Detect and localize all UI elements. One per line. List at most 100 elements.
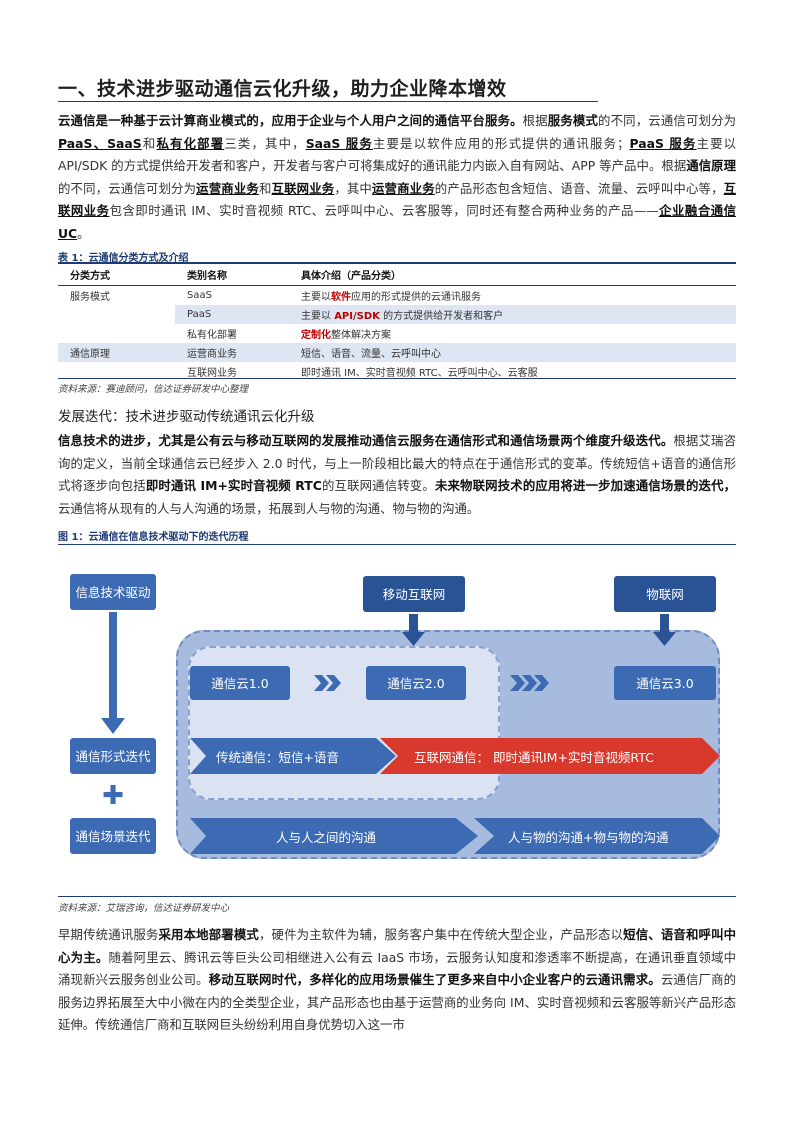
paragraph-2: 信息技术的进步，尤其是公有云与移动互联网的发展推动通信云服务在通信形式和通信场景… [58,430,736,520]
p3-s4: 短信、语音和呼叫中心为主。 [58,927,737,965]
p1-s17: 互联网业务 [271,180,335,196]
p1-s11: PaaS 服务 [629,135,697,151]
cell-text: 的方式提供给开发者和客户 [379,311,504,322]
subheading: 发展迭代：技术进步驱动传统通讯云化升级 [58,409,315,425]
mobile-arrow-head [402,632,425,646]
table-header: 具体介绍（产品分类） [289,264,736,286]
p1-s24: 。 [77,225,90,241]
p2t-label: 人与物的沟通+物与物的沟通 [508,829,669,845]
internet-arrow [380,738,720,774]
cloud-1-box: 通信云1.0 [190,666,290,700]
table-title: 表 1：云通信分类方式及介绍 [58,253,189,264]
cell-emphasis: 定制化 [301,330,331,341]
table-cell: 主要以 API/SDK 的方式提供给开发者和客户 [289,305,736,324]
mobile-arrow-shaft [409,614,418,632]
p1-s7: 私有化部署 [156,135,225,151]
form-box: 通信形式迭代 [70,738,156,774]
cloud-3-box: 通信云3.0 [614,666,716,700]
cell-emphasis: 软件 [331,292,351,303]
p1-s5: PaaS、SaaS [58,135,142,151]
table-cell [58,305,175,324]
figure-source: 资料来源：艾瑞咨询，信达证券研发中心 [58,903,230,914]
p2-s2: 根据艾瑞咨询的定义，当前全球通信云已经步入 2.0 时代，与上一阶段相比最大的特… [58,433,737,494]
cell-text: 主要以 [301,311,335,322]
table-cell: 定制化整体解决方案 [289,324,736,343]
cell-text: 整体解决方案 [331,330,391,341]
p2-s3: 即时通讯 IM+实时音视频 RTC [145,478,322,494]
scene-box: 通信场景迭代 [70,818,156,854]
table-row: 互联网业务 即时通讯 IM、实时音视频 RTC、云呼叫中心、云客服 [58,362,736,381]
iot-arrow-head [653,632,676,646]
table-cell: 即时通讯 IM、实时音视频 RTC、云呼叫中心、云客服 [301,368,538,379]
driver-arrow-shaft [109,612,117,720]
p2p-label: 人与人之间的沟通 [276,829,377,845]
figure-bottom-rule [58,896,736,897]
p1-s14: 的不同，云通信可划分为 [58,180,197,196]
driver-box: 信息技术驱动 [70,574,156,610]
diagram-shapes [101,612,720,854]
p1-s13: 通信原理 [686,158,737,174]
table-cell: SaaS [187,290,212,301]
p1-s16: 和 [258,180,272,196]
table-cell: 服务模式 [70,292,110,303]
cell-emphasis: API/SDK [334,311,380,322]
p1-s21: 互联网业务 [58,180,737,219]
p1-s15: 运营商业务 [196,180,259,196]
figure-top-rule [58,544,736,545]
p2-s4: 的互联网通信转变。 [321,478,435,494]
table-cell: PaaS [175,305,289,324]
table-header: 类别名称 [175,264,289,286]
classification-table: 分类方式 类别名称 具体介绍（产品分类） 服务模式 SaaS 主要以软件应用的形… [58,264,736,381]
cell-text: 应用的形式提供的云通讯服务 [351,292,481,303]
p1-s22: 包含即时通讯 IM、实时音视频 RTC、云呼叫中心、云客服等，同时还有整合两种业… [109,203,659,219]
iot-box: 物联网 [614,576,716,612]
plus-icon: ✚ [102,781,124,811]
chevron-icon [314,675,341,691]
table-top-rule [58,262,736,264]
p1-s1: 云通信是一种基于云计算商业模式的，应用于企业与个人用户之间的通信平台服务。 [58,113,523,128]
p3-s7: 云通信厂商的服务边界拓展至大中小微在内的全类型企业，其产品形态也由基于运营商的业… [58,972,737,1033]
evolution-diagram: 信息技术驱动 移动互联网 物联网 通信云1.0 通信云2.0 通信云3.0 通信… [58,550,738,890]
p1-s23: 企业融合通信 UC [58,203,736,241]
p1-s19: 运营商业务 [372,180,435,196]
p1-s12: 主要以 API/SDK 的方式提供给开发者和客户，开发者与客户可将集成好的通讯能… [58,135,737,174]
cell-text: 主要以 [301,292,331,303]
paragraph-3: 早期传统通讯服务采用本地部署模式，硬件为主软件为辅，服务客户集中在传统大型企业，… [58,924,736,1037]
p3-s3: ，硬件为主软件为辅，服务客户集中在传统大型企业，产品形态以 [258,927,624,942]
section-heading: 一、技术进步驱动通信云化升级，助力企业降本增效 [58,78,507,100]
internet-label: 互联网通信： 即时通讯IM+实时音视频RTC [414,749,654,765]
table-row: PaaS 主要以 API/SDK 的方式提供给开发者和客户 [58,305,736,324]
p1-s4: 的不同，云通信可划分为 [598,113,737,128]
traditional-arrow [190,738,396,774]
p1-s20: 的产品形态包含短信、语音、流量、云呼叫中心等， [434,180,724,196]
table-cell [58,324,175,343]
p1-s6: 和 [141,135,157,151]
table-cell: 短信、语音、流量、云呼叫中心 [289,343,736,362]
p1-s8: 三类，其中， [224,135,306,151]
p1-s10: 主要是以软件应用的形式提供的通讯服务； [372,135,630,151]
p2p-arrow [190,818,478,854]
p1-s18: ，其中 [334,180,372,196]
p2t-arrow [474,818,720,854]
p3-s5: 随着阿里云、腾讯云等巨头公司相继进入公有云 IaaS 市场，云服务认知度和渗透率… [58,949,736,988]
p3-s2: 采用本地部署模式 [158,927,259,942]
p2-s6: 云通信将从现有的人与人沟通的场景，拓展到人与物的沟通、物与物的沟通。 [58,500,480,516]
table-cell: 主要以软件应用的形式提供的云通讯服务 [289,286,736,306]
p3-s6: 移动互联网时代，多样化的应用场景催生了更多来自中小企业客户的云通讯需求。 [208,972,661,988]
table-cell: 私有化部署 [187,330,237,341]
p1-s3: 服务模式 [547,113,599,128]
figure-title: 图 1：云通信在信息技术驱动下的迭代历程 [58,532,249,543]
p2-s1: 信息技术的进步，尤其是公有云与移动互联网的发展推动通信云服务在通信形式和通信场景… [58,433,674,448]
table-cell: 通信原理 [58,343,175,362]
table-row: 服务模式 SaaS 主要以软件应用的形式提供的云通讯服务 [58,286,736,306]
cloud-2-box: 通信云2.0 [366,666,466,700]
p3-s1: 早期传统通讯服务 [58,927,159,942]
paragraph-1: 云通信是一种基于云计算商业模式的，应用于企业与个人用户之间的通信平台服务。根据服… [58,110,736,246]
chevron-icon [510,675,549,691]
table-row: 通信原理 运营商业务 短信、语音、流量、云呼叫中心 [58,343,736,362]
p2-s5: 未来物联网技术的应用将进一步加速通信场景的迭代， [434,478,737,494]
traditional-label: 传统通信：短信+语音 [216,749,339,765]
p1-s2: 根据 [522,113,548,128]
mobile-internet-box: 移动互联网 [363,576,465,612]
